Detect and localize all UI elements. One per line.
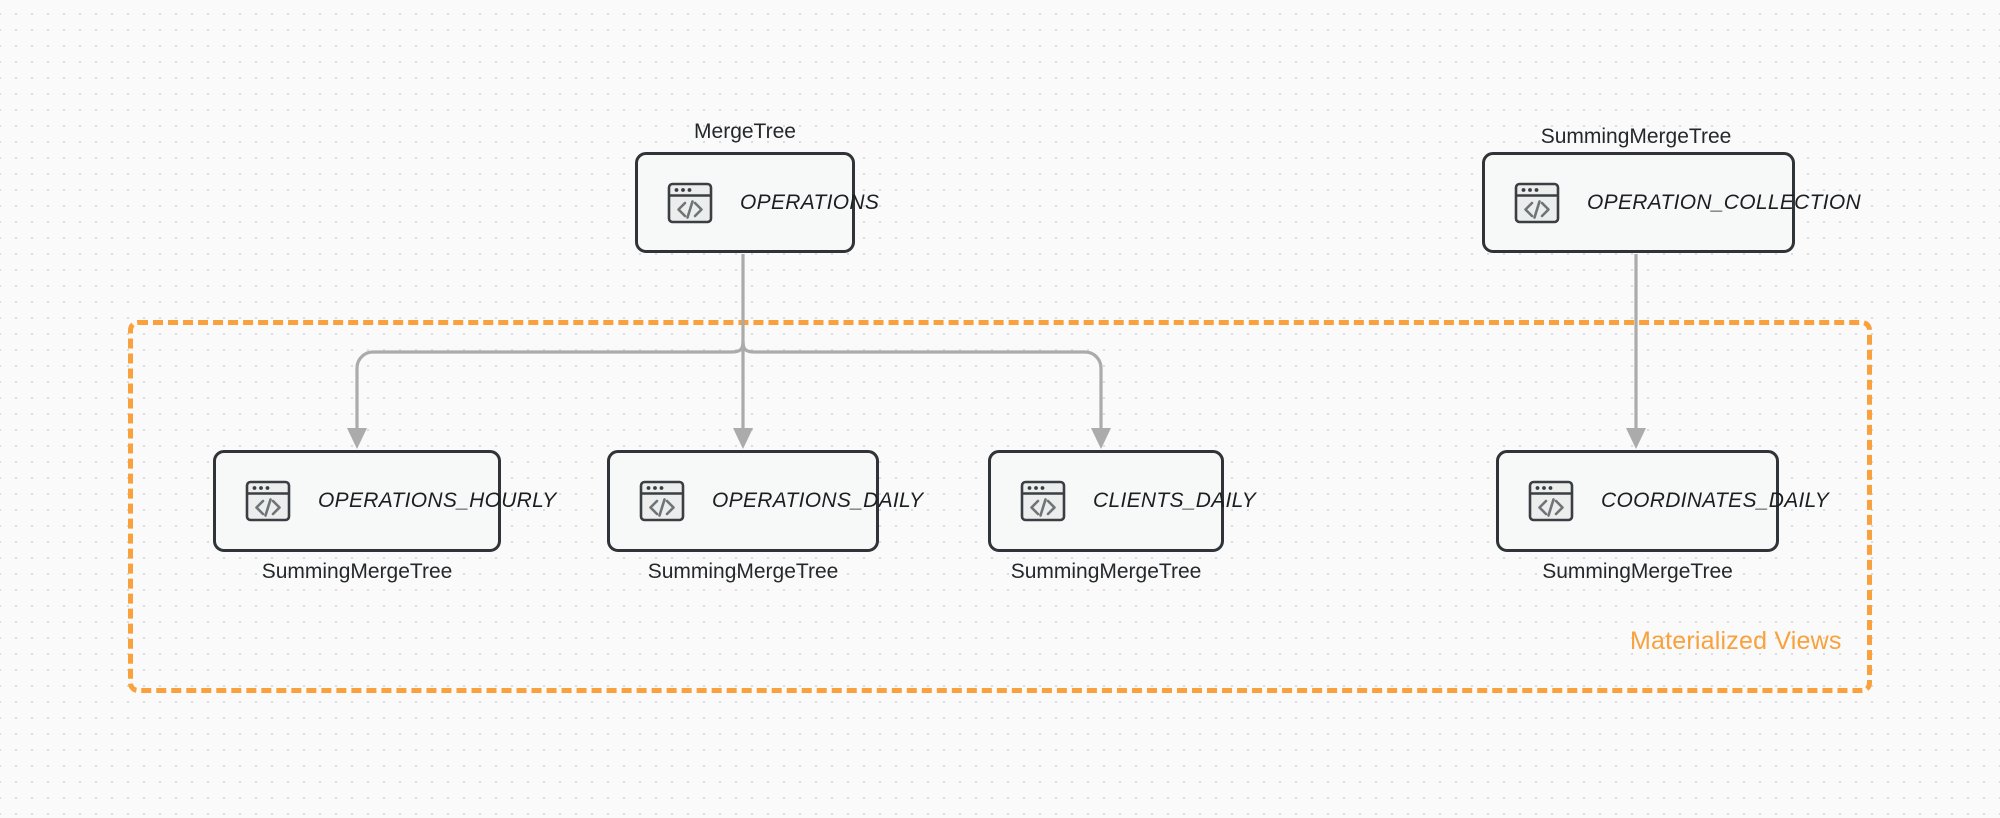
node-operations[interactable]: OPERATIONS xyxy=(635,152,879,253)
engine-label-operations-hourly: SummingMergeTree xyxy=(261,560,453,583)
code-window-icon xyxy=(667,182,713,223)
materialized-views-group xyxy=(128,320,1872,693)
code-window-icon xyxy=(1020,480,1066,522)
node-operation-collection[interactable]: OPERATION_COLLECTION xyxy=(1482,152,1861,253)
node-title-operations: OPERATIONS xyxy=(740,190,880,214)
code-window-icon xyxy=(245,480,291,522)
node-title-coordinates-daily: COORDINATES_DAILY xyxy=(1601,489,1829,512)
code-window-icon xyxy=(1528,480,1574,522)
node-operations-daily[interactable]: OPERATIONS_DAILY xyxy=(607,450,923,552)
node-title-operations-daily: OPERATIONS_DAILY xyxy=(712,489,924,512)
materialized-views-group-label: Materialized Views xyxy=(1630,627,1842,655)
node-title-clients-daily: CLIENTS_DAILY xyxy=(1093,489,1257,512)
node-clients-daily[interactable]: CLIENTS_DAILY xyxy=(988,450,1256,552)
code-window-icon xyxy=(639,480,685,522)
engine-label-coordinates-daily: SummingMergeTree xyxy=(1542,560,1733,583)
node-title-operations-hourly: OPERATIONS_HOURLY xyxy=(318,489,557,512)
code-window-icon xyxy=(1514,182,1560,223)
node-coordinates-daily[interactable]: COORDINATES_DAILY xyxy=(1496,450,1829,552)
engine-label-clients-daily: SummingMergeTree xyxy=(1010,560,1202,583)
node-title-operation-collection: OPERATION_COLLECTION xyxy=(1587,190,1861,214)
engine-label-operations: MergeTree xyxy=(694,120,796,143)
engine-label-operations-daily: SummingMergeTree xyxy=(647,560,839,583)
node-operations-hourly[interactable]: OPERATIONS_HOURLY xyxy=(213,450,556,552)
engine-label-operation-collection: SummingMergeTree xyxy=(1540,125,1732,148)
